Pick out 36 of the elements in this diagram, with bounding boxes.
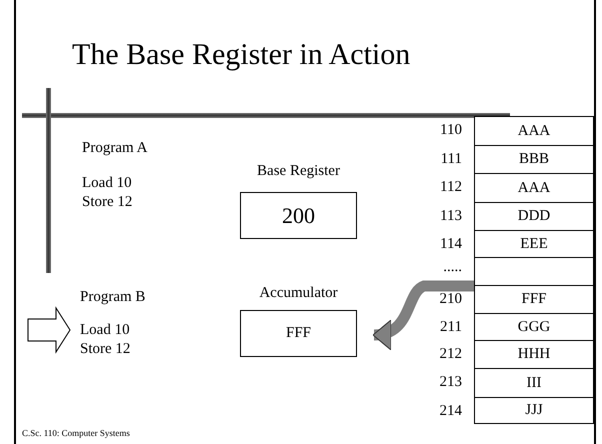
- memory-cell: JJJ: [474, 397, 594, 424]
- memory-address: .....: [442, 259, 462, 276]
- memory-cell: GGG: [474, 313, 594, 341]
- instruction: Load 10: [80, 320, 131, 340]
- instruction: Store 12: [80, 340, 132, 358]
- instruction: Load 10: [82, 175, 132, 192]
- block-arrow: [28, 306, 71, 354]
- register-label: Accumulator: [258, 285, 339, 302]
- register-box: 200: [240, 192, 357, 239]
- memory-address: 214: [438, 403, 462, 420]
- memory-cell: FFF: [474, 285, 594, 314]
- footer-text: C.Sc. 110: Computer Systems: [22, 429, 130, 439]
- memory-address: 211: [439, 319, 462, 336]
- register-box: FFF: [240, 310, 357, 357]
- memory-address: 114: [439, 236, 462, 253]
- memory-address: 213: [438, 374, 462, 391]
- memory-cell: BBB: [474, 145, 594, 174]
- memory-cell: [474, 257, 594, 286]
- instruction: Store 12: [82, 194, 132, 210]
- curved-arrow: [372, 280, 474, 349]
- program-heading: Program A: [82, 140, 148, 156]
- memory-address: 210: [438, 291, 462, 308]
- memory-cell: III: [474, 368, 594, 398]
- memory-address: 112: [439, 179, 462, 196]
- memory-cell: AAA: [474, 173, 594, 203]
- program-heading: Program B: [80, 288, 146, 307]
- memory-cell: EEE: [474, 230, 594, 258]
- register-label: Base Register: [256, 163, 341, 180]
- memory-address: 111: [440, 151, 462, 168]
- memory-address: 212: [438, 346, 462, 363]
- memory-address: 113: [439, 208, 462, 225]
- memory-address: 110: [439, 122, 462, 139]
- memory-cell: AAA: [474, 116, 594, 146]
- memory-cell: DDD: [474, 202, 594, 231]
- memory-cell: HHH: [474, 340, 594, 369]
- slide-title: The Base Register in Action: [72, 38, 410, 72]
